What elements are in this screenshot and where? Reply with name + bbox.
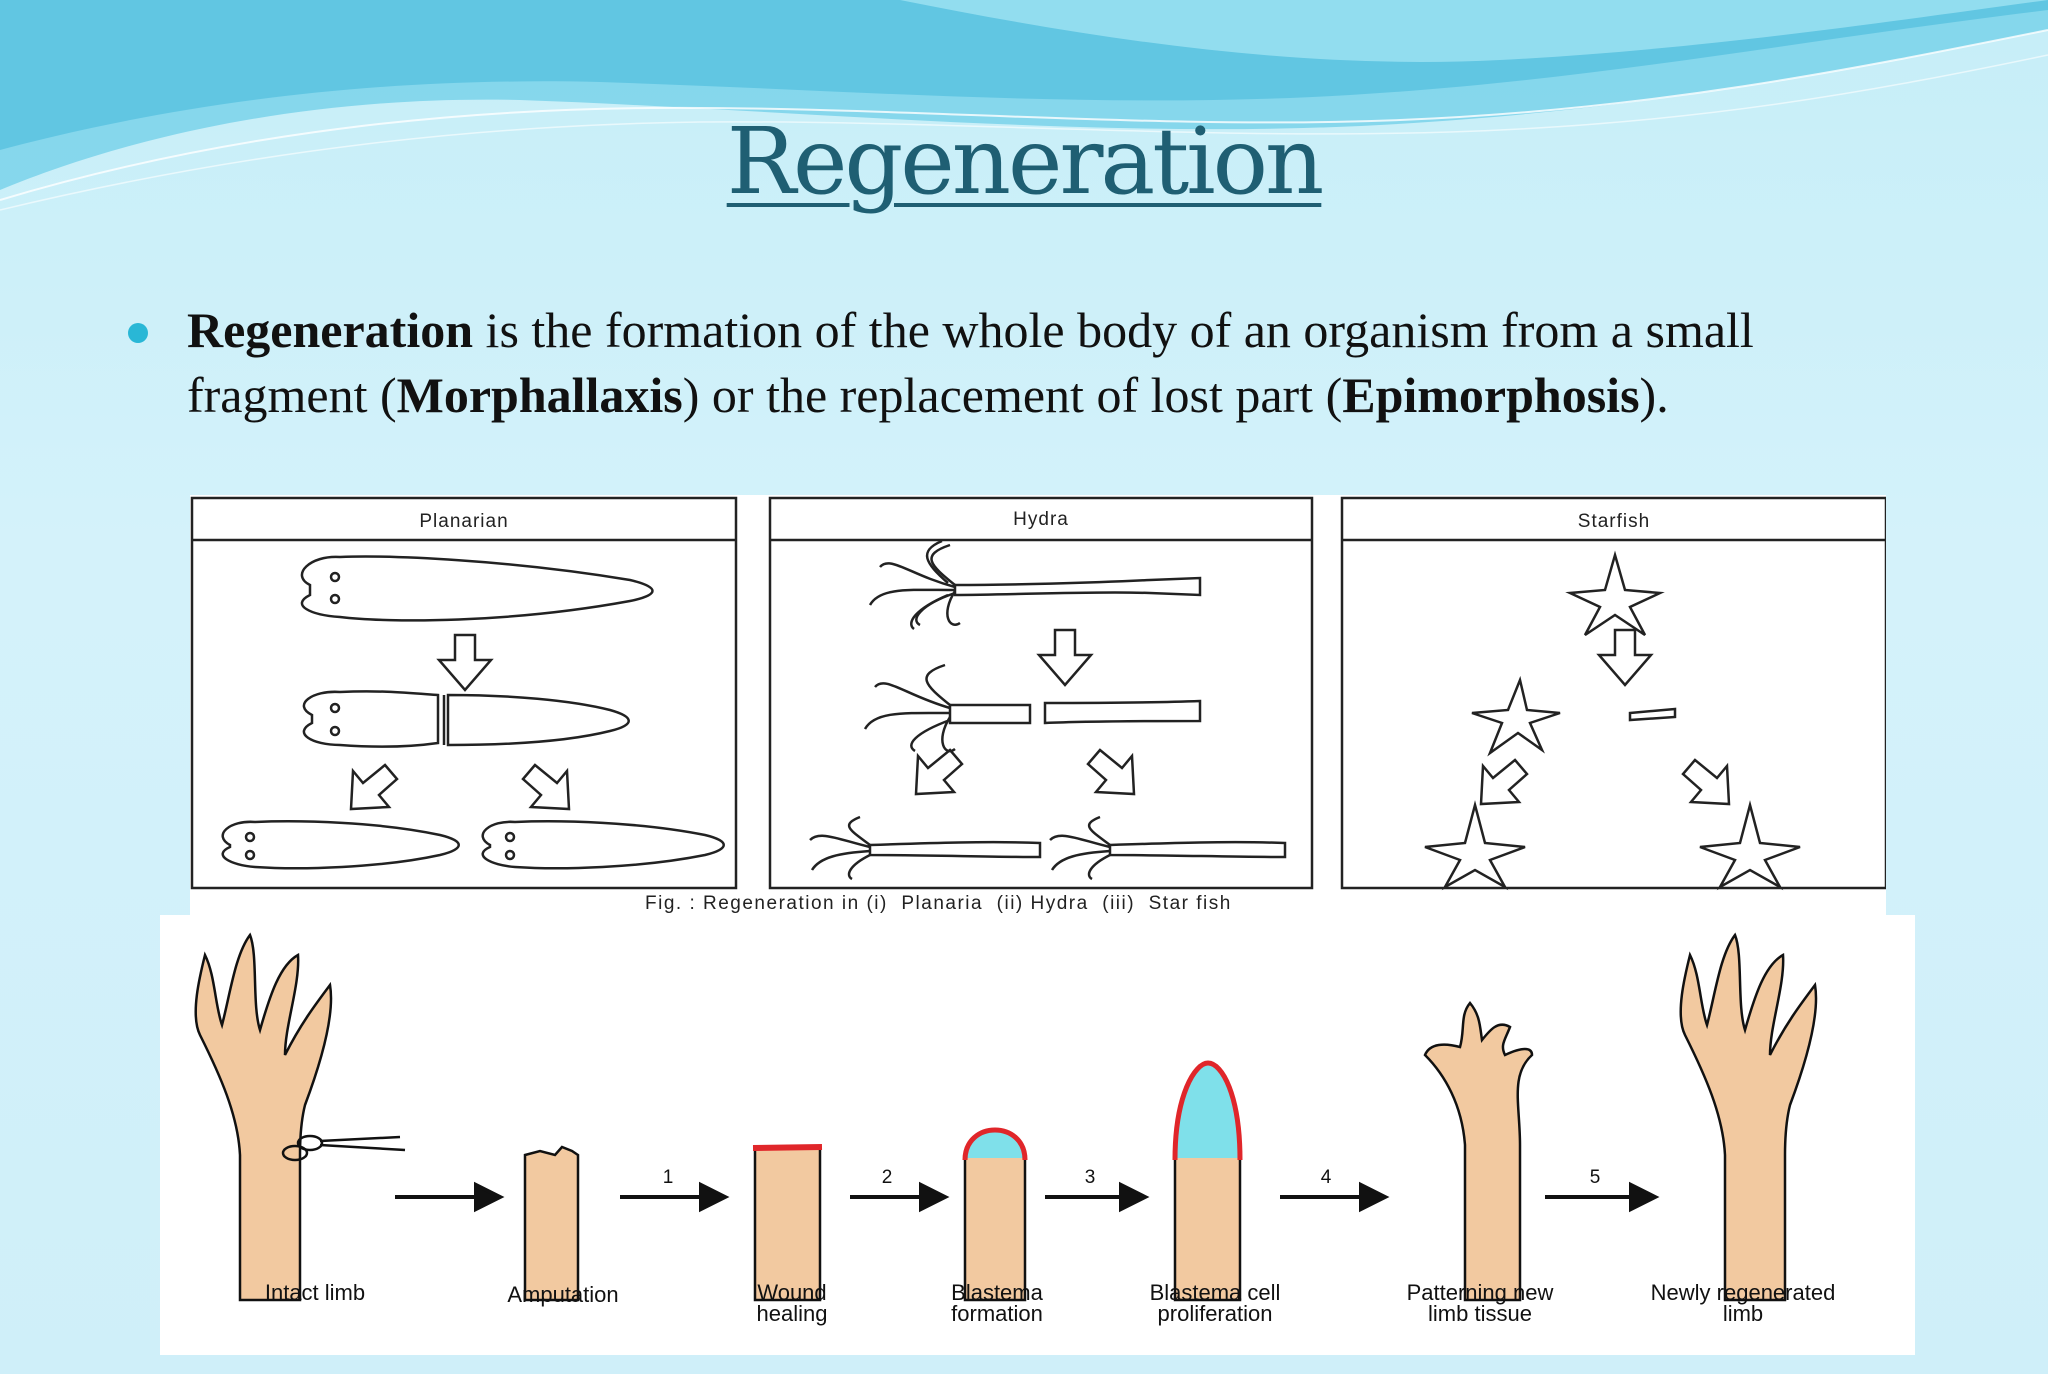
- label-regenerated-line2: limb: [1723, 1301, 1763, 1326]
- planarian-arrow-right: [521, 763, 571, 811]
- bullet-icon: [128, 323, 148, 343]
- scissors-icon: [281, 1134, 406, 1162]
- panel-label-starfish: Starfish: [1578, 511, 1650, 532]
- top-wave-decoration: [0, 0, 2048, 211]
- amputation-stump: [523, 1145, 580, 1302]
- label-intact-limb: Intact limb: [265, 1280, 365, 1305]
- proliferating-blastema: [1175, 1065, 1240, 1158]
- panel-planarian-frame: [190, 496, 738, 890]
- hydra-regenerated-right: [1049, 815, 1287, 881]
- hydra-arrow-down: [1036, 628, 1094, 687]
- hydra-cut: [863, 663, 1202, 753]
- arrow-step-2: [850, 1181, 950, 1213]
- step-number-4: 4: [1321, 1167, 1332, 1188]
- arrow-amputation: [395, 1181, 505, 1213]
- planarian-regenerated-right: [481, 820, 725, 870]
- term-epimorphosis: Epimorphosis: [1342, 367, 1640, 423]
- limb-regeneration-figure: 1 2 3 4 5 Intact limb Amputation Wound h…: [160, 915, 1915, 1355]
- arrow-step-3: [1045, 1181, 1150, 1213]
- figure-caption: Fig. : Regeneration in (i) Planaria (ii)…: [645, 893, 1232, 914]
- panel-label-planarian: Planarian: [419, 511, 508, 532]
- planarian-cut: [302, 690, 630, 748]
- term-morphallaxis: Morphallaxis: [396, 367, 683, 423]
- label-blastema-proliferation-line2: proliferation: [1158, 1301, 1273, 1326]
- planarian-whole: [300, 555, 654, 622]
- blastema-proliferation-stump: [1173, 1153, 1242, 1302]
- step-number-3: 3: [1085, 1167, 1096, 1188]
- starfish-cut-body: [1471, 675, 1561, 757]
- patterning-limb: [1423, 1001, 1534, 1302]
- label-patterning-line2: limb tissue: [1428, 1301, 1532, 1326]
- regenerated-limb: [1679, 932, 1818, 1302]
- planarian-arrow-left: [349, 763, 399, 811]
- hydra-whole: [868, 539, 1202, 630]
- term-regeneration: Regeneration: [187, 302, 474, 358]
- starfish-whole: [1565, 550, 1665, 637]
- label-wound-healing-line1: Wound: [757, 1280, 826, 1305]
- panel-label-hydra: Hydra: [1013, 509, 1069, 530]
- definition-part-1: is the formation of the whole body of an…: [187, 302, 1754, 423]
- blastema-epidermis: [962, 1127, 1028, 1161]
- planarian-regenerated-left: [221, 820, 460, 870]
- starfish-arrow-down: [1596, 628, 1654, 687]
- wound-epidermis: [752, 1144, 823, 1151]
- planarian-arrow-down: [436, 633, 494, 692]
- arrow-step-1: [620, 1181, 730, 1213]
- label-blastema-formation-line2: formation: [951, 1301, 1043, 1326]
- label-blastema-proliferation-line1: Blastema cell: [1150, 1280, 1281, 1305]
- starfish-arrow-left: [1479, 758, 1529, 806]
- step-number-2: 2: [882, 1167, 893, 1188]
- proliferation-epidermis: [1172, 1060, 1243, 1161]
- slide-title: Regeneration: [726, 108, 1325, 215]
- label-blastema-formation-line1: Blastema: [951, 1280, 1043, 1305]
- starfish-regenerated-right: [1699, 800, 1801, 891]
- starfish-cut-arm: [1628, 707, 1677, 722]
- panel-starfish-frame: [1340, 496, 1886, 890]
- bullet-text: Regeneration is the formation of the who…: [187, 298, 1907, 428]
- label-amputation: Amputation: [507, 1282, 618, 1307]
- definition-part-3: ).: [1639, 367, 1669, 423]
- step-number-5: 5: [1590, 1167, 1601, 1188]
- regeneration-organisms-figure: Planarian Hydra Starfish Fig. : Regenera…: [190, 495, 1886, 915]
- arrow-step-5: [1545, 1181, 1660, 1213]
- hydra-arrow-right: [1086, 748, 1136, 796]
- label-patterning-line1: Patterning new: [1407, 1280, 1554, 1305]
- wound-healing-stump: [753, 1145, 822, 1302]
- starfish-regenerated-left: [1424, 800, 1526, 891]
- step-number-1: 1: [663, 1167, 674, 1188]
- blastema-cap: [965, 1129, 1025, 1158]
- blastema-formation-stump: [963, 1153, 1027, 1302]
- intact-limb: [194, 932, 333, 1302]
- arrow-step-4: [1280, 1181, 1390, 1213]
- starfish-arrow-right: [1681, 758, 1731, 806]
- hydra-regenerated-left: [809, 815, 1042, 881]
- label-wound-healing-line2: healing: [757, 1301, 828, 1326]
- hydra-arrow-left: [914, 748, 964, 796]
- panel-hydra-frame: [768, 496, 1314, 890]
- definition-part-2: ) or the replacement of lost part (: [682, 367, 1343, 423]
- label-regenerated-line1: Newly regenerated: [1651, 1280, 1836, 1305]
